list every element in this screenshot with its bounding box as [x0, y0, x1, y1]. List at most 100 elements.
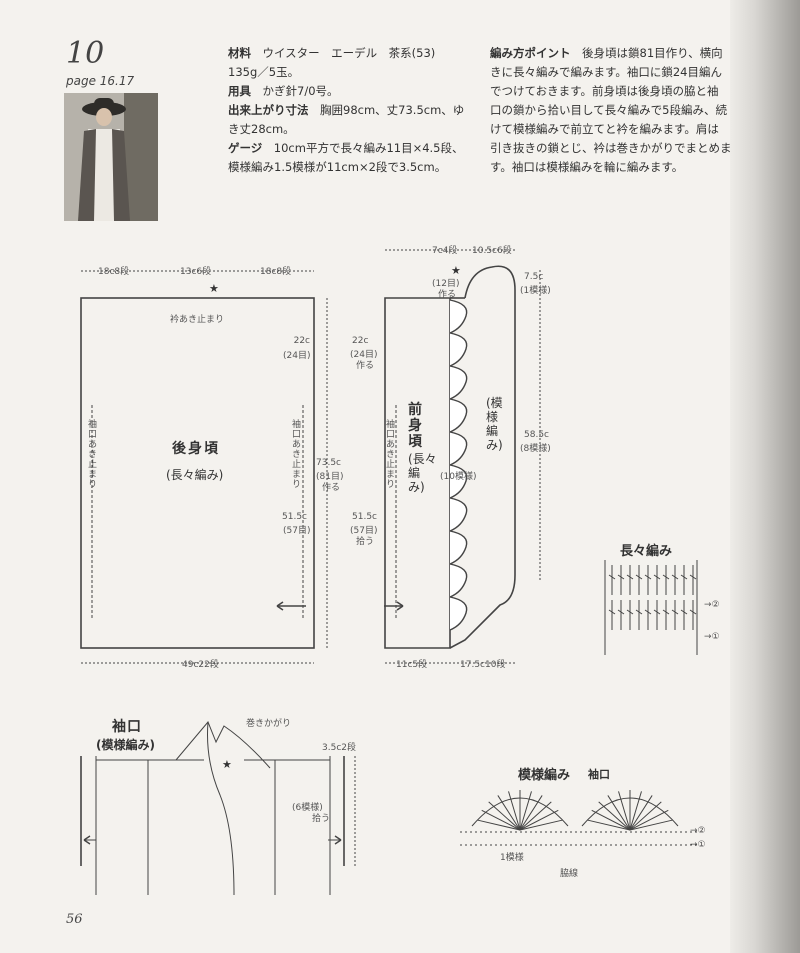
- points-line-6: 引き抜きの鎖とじ、衿は巻きかがりでまとめま: [490, 141, 730, 155]
- front-bottom-left-rows: 5段: [412, 660, 428, 670]
- front-side-bottom-sts: (57目): [350, 526, 378, 536]
- back-side-bottom: 51.5c: [282, 512, 307, 522]
- treble-stitch-cross: [671, 609, 679, 615]
- points-line-1: 後身頃は鎖81目作り、横向: [582, 46, 723, 60]
- page-edge-shadow: [730, 0, 800, 953]
- back-total-length: 73.5c: [316, 458, 341, 468]
- treble-stitch-cross: [626, 574, 634, 580]
- treble-stitch-cross: [617, 574, 625, 580]
- treble-stitch-cross: [608, 574, 616, 580]
- points-line-3: でつけておきます。前身頃は後身頃の脇と袖: [490, 84, 719, 98]
- cuff-width-rows: 2段: [341, 743, 356, 753]
- model-photo: [64, 93, 158, 221]
- pattern-legend-row-2: ②: [697, 826, 706, 836]
- front-scallop: [449, 530, 468, 565]
- front-bottom-right-measure: 17.5c: [460, 660, 485, 670]
- fan-stitch-mark: [508, 791, 521, 831]
- back-top-left-rows: 8段: [114, 267, 130, 277]
- treble-stitch-cross: [671, 574, 679, 580]
- back-top-mid-rows: 6段: [196, 267, 212, 277]
- treble-stitch-cross: [635, 574, 643, 580]
- finished-label: 出来上がり寸法: [228, 103, 309, 117]
- front-scallop: [449, 563, 468, 598]
- treble-stitch-cross: [689, 574, 697, 580]
- pattern-number: 10: [66, 36, 105, 71]
- front-scallop: [449, 464, 468, 499]
- back-bottom-measure: 49c: [182, 660, 199, 670]
- page-reference: page 16.17: [66, 74, 135, 88]
- back-sleeve-right-label: 袖口あき止まり: [292, 420, 302, 490]
- treble-stitch-cross: [626, 609, 634, 615]
- treble-stitch-legend: [604, 560, 698, 655]
- points-line-4: 口の鎖から拾い目して長々編みで5段編み、続: [490, 103, 727, 117]
- page-folio: 56: [66, 912, 83, 927]
- fan-stitch-mark: [519, 819, 563, 831]
- treble-legend-row-2: ②: [711, 600, 720, 610]
- back-total-sts: (81目): [316, 472, 344, 482]
- front-pattern-label: (模様編み): [486, 396, 503, 452]
- points-line-7: す。袖口は模様編みを輪に編みます。: [490, 160, 684, 174]
- materials-quantity: 135g／5玉。: [228, 65, 300, 79]
- treble-stitch-cross: [689, 609, 697, 615]
- points-line-5: けて模様編みで前立てと衿を編みます。肩は: [490, 122, 719, 136]
- fan-stitch-mark: [519, 791, 532, 831]
- tools-label: 用具: [228, 84, 251, 98]
- cuff-pick: 拾う: [312, 814, 331, 824]
- fan-stitch-mark: [497, 795, 521, 831]
- front-scallop: [449, 332, 468, 367]
- materials-text: ウイスター エーデル 茶系(53): [262, 46, 436, 60]
- tools-text: かぎ針7/0号。: [262, 84, 339, 98]
- fan-stitch-mark: [629, 795, 653, 831]
- cuff-title: 袖口: [112, 719, 142, 735]
- fan-outline: [581, 797, 679, 827]
- back-total-make: 作る: [322, 483, 341, 493]
- fan-outline: [471, 797, 569, 827]
- front-side-bottom-pick: 拾う: [356, 537, 375, 547]
- points-label: 編み方ポイント: [490, 46, 571, 60]
- front-side-top: 22c: [352, 336, 369, 346]
- front-length-rep: (8模様): [520, 444, 551, 454]
- finished-text: 胸囲98cm、丈73.5cm、ゆ: [320, 103, 465, 117]
- back-neck-star-icon: ★: [209, 282, 219, 295]
- points-line-2: きに長々編みで編みます。袖口に鎖24目編ん: [490, 65, 722, 79]
- front-body-stitch: (長々編み): [408, 452, 437, 494]
- cuff-stitch: (模様編み): [96, 738, 155, 752]
- front-side-top-sts: (24目): [350, 350, 378, 360]
- fan-stitch-mark: [618, 791, 631, 831]
- back-body-outline: [80, 297, 315, 649]
- fan-stitch-mark: [477, 819, 521, 831]
- treble-stitch-cross: [662, 574, 670, 580]
- front-scallop: [449, 365, 468, 400]
- front-star-make: 作る: [438, 290, 457, 300]
- fan-stitch-mark: [591, 809, 631, 831]
- fan-stitch-mark: [629, 791, 642, 831]
- front-scallop: [449, 431, 468, 466]
- treble-stitch-cross: [644, 609, 652, 615]
- front-body-title: 前身頃: [408, 402, 424, 450]
- cuff-width: 3.5c: [322, 743, 342, 753]
- treble-stitch-cross: [617, 609, 625, 615]
- fan-stitch-mark: [629, 809, 669, 831]
- pattern-legend-one-rep: 1模様: [500, 853, 524, 863]
- front-reps-10: (10模様): [440, 472, 477, 482]
- front-scallop: [449, 398, 468, 433]
- fan-stitch-mark: [587, 819, 631, 831]
- treble-stitch-cross: [608, 609, 616, 615]
- front-scallop: [449, 497, 468, 532]
- back-body-stitch: (長々編み): [166, 468, 224, 482]
- back-side-top-rows: (24目): [283, 351, 311, 361]
- cuff-reps: (6模様): [292, 803, 323, 813]
- front-bottom-left-measure: 11c: [396, 660, 413, 670]
- treble-stitch-cross: [680, 574, 688, 580]
- cuff-star-icon: ★: [222, 758, 232, 771]
- fan-stitch-mark: [629, 819, 673, 831]
- finished-text-2: き丈28cm。: [228, 122, 295, 136]
- treble-stitch-cross: [635, 609, 643, 615]
- treble-stitch-cross: [653, 609, 661, 615]
- front-length: 58.5c: [524, 430, 549, 440]
- pattern-legend-side-line: 脇線: [560, 869, 579, 879]
- treble-stitch-cross: [653, 574, 661, 580]
- fan-stitch-mark: [607, 795, 631, 831]
- front-top-left-rows: 4段: [442, 246, 458, 256]
- front-side-top-make: 作る: [356, 361, 375, 371]
